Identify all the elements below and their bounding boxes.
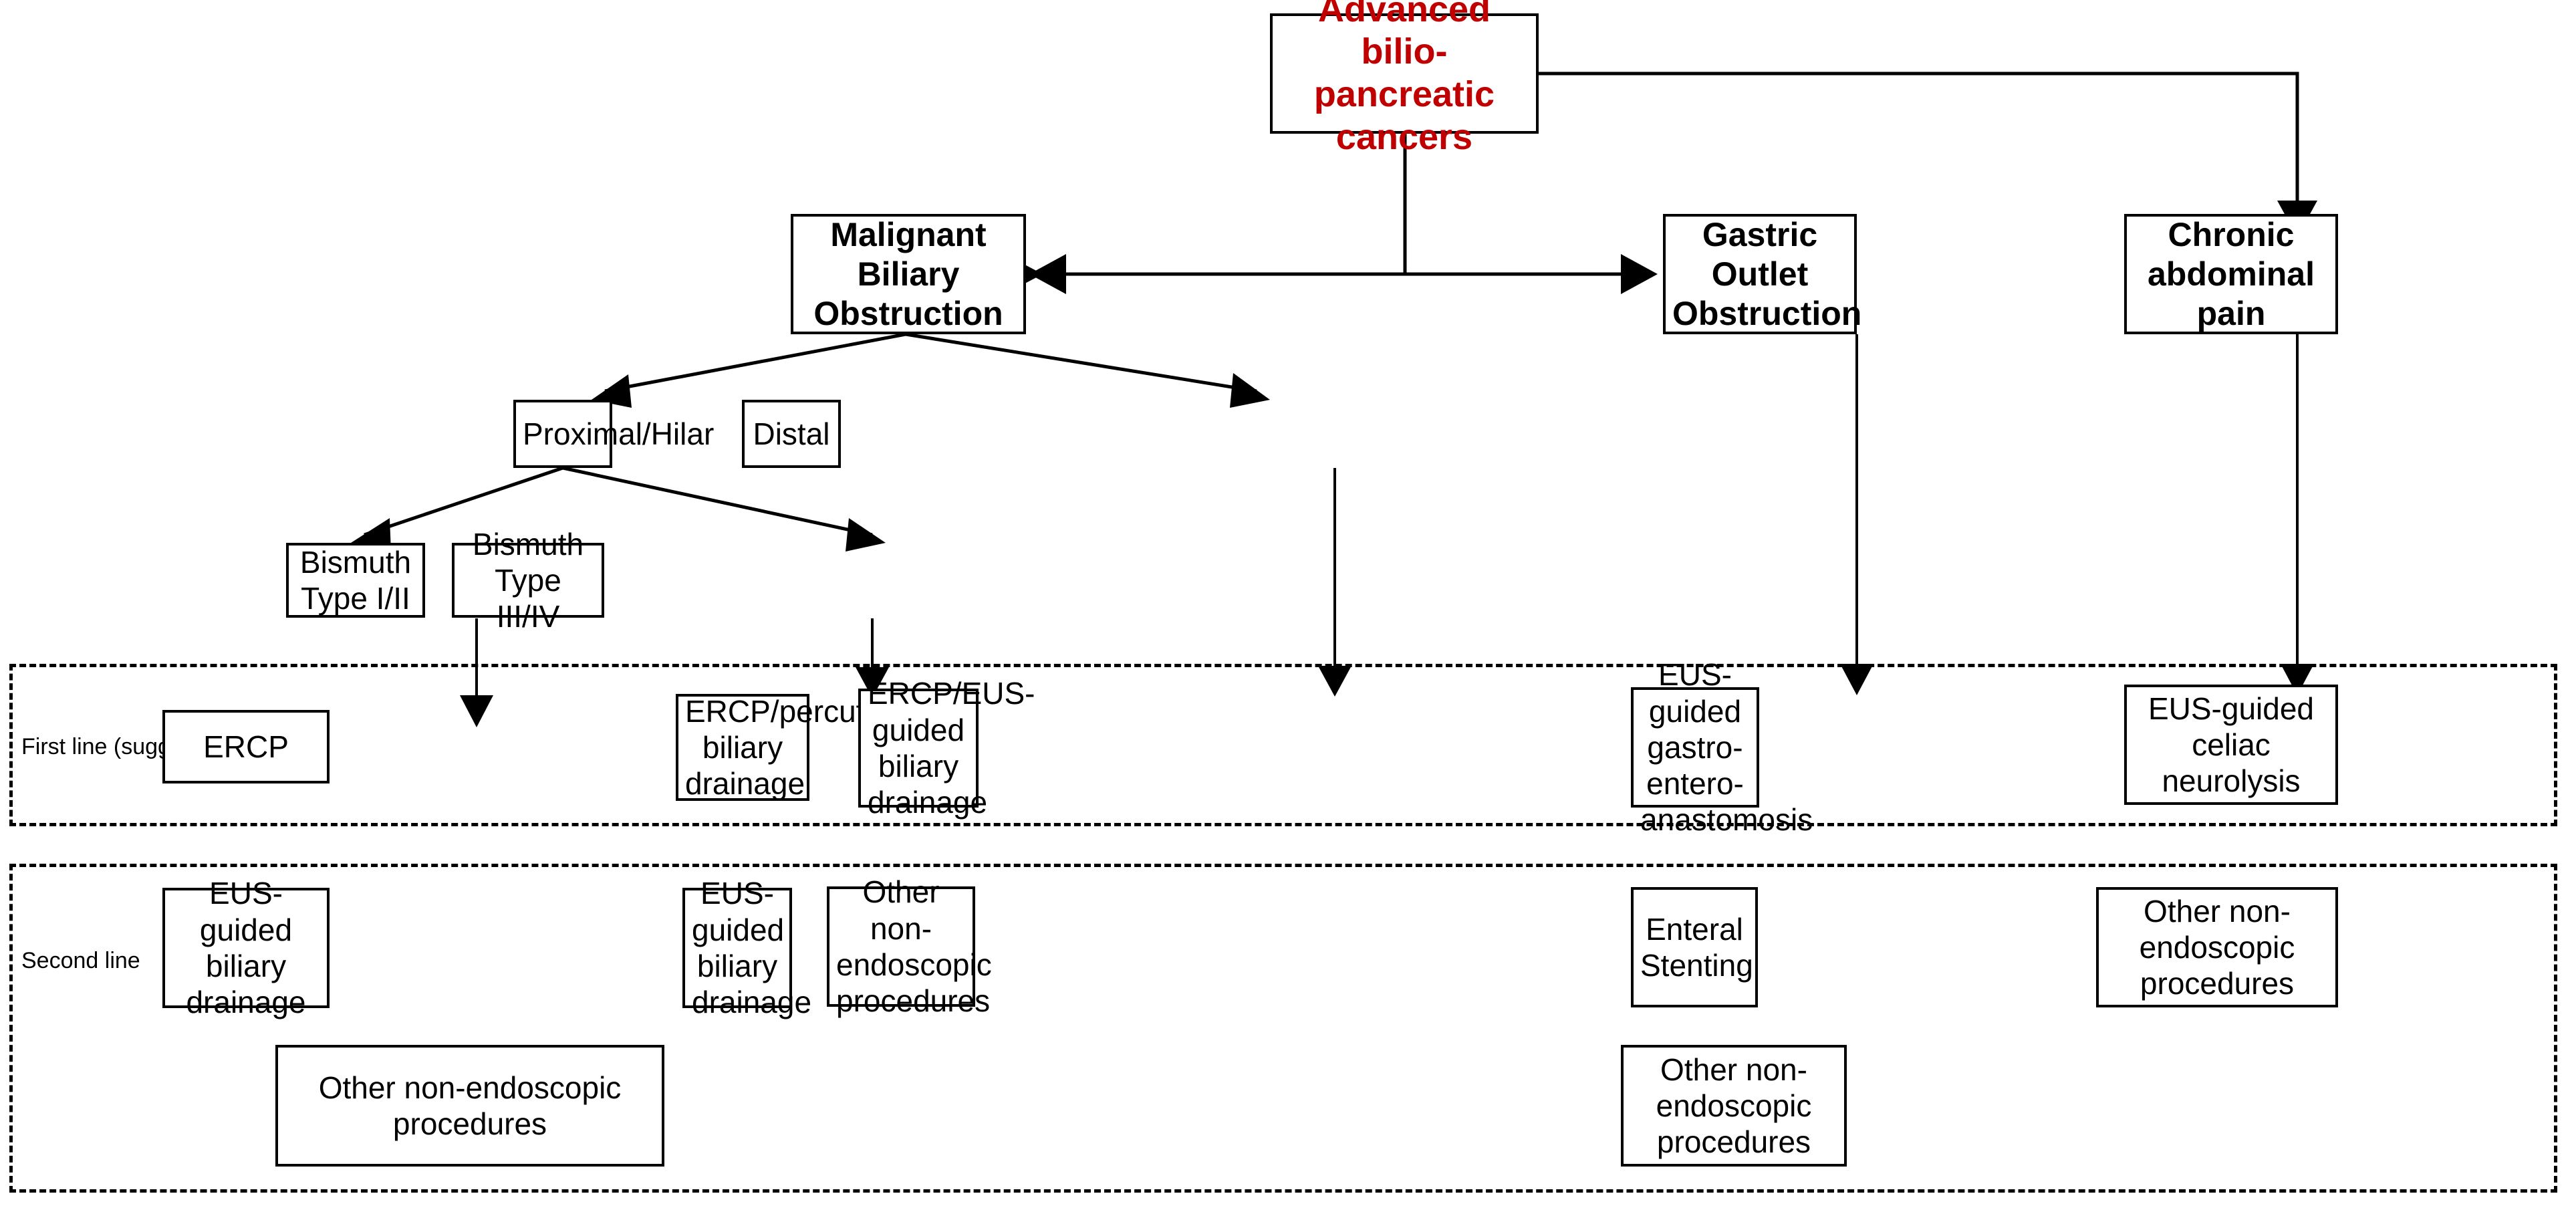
node-second-line-eus-guided-biliary-drainage-2[interactable]: EUS-guided biliary drainage — [682, 876, 811, 1019]
node-malignant-biliary-obstruction[interactable]: Malignant Biliary Obstruction — [791, 214, 1026, 334]
node-label: Bismuth Type I/II — [299, 544, 412, 616]
node-proximal-hilar[interactable]: Proximal/Hilar — [513, 400, 715, 468]
node-second-line-other-non-endoscopic-procedures-2[interactable]: Other non-endoscopic procedures — [275, 1045, 664, 1167]
edge-distal-ercp-eus — [1318, 468, 1351, 697]
edge-root-to-chronic — [1539, 72, 2317, 237]
edge-mbo-goo-spine — [1014, 254, 1658, 294]
node-label: Other non-endoscopic procedures — [836, 874, 992, 1019]
node-second-line-eus-guided-biliary-drainage-1[interactable]: EUS-guided biliary drainage — [162, 876, 330, 1019]
node-label: Other non-endoscopic procedures — [318, 1070, 622, 1141]
node-label: Other non-endoscopic procedures — [2139, 893, 2295, 1001]
node-label: Enteral Stenting — [1640, 911, 1753, 983]
node-label: Bismuth Type III/IV — [472, 526, 584, 634]
edge-mbo-proximal — [592, 332, 906, 408]
node-second-line-enteral-stenting[interactable]: Enteral Stenting — [1631, 887, 1758, 1007]
node-advanced-bilio-pancreatic-cancers[interactable]: Advanced bilio-pancreatic cancers — [1270, 0, 1539, 157]
node-first-line-ercp[interactable]: ERCP — [162, 710, 330, 783]
node-label: EUS-guided gastro- entero-anastomosis — [1640, 657, 1813, 838]
node-gastric-outlet-obstruction[interactable]: Gastric Outlet Obstruction — [1663, 214, 1862, 334]
node-label: ERCP — [203, 729, 289, 764]
node-label: Malignant Biliary Obstruction — [813, 215, 1003, 332]
edge-proximal-bismuth34 — [562, 466, 886, 552]
edge-cap-eus-celiac — [2281, 334, 2314, 695]
node-label: EUS-guided biliary drainage — [692, 876, 812, 1020]
node-label: Gastric Outlet Obstruction — [1672, 215, 1862, 332]
node-second-line-other-non-endoscopic-procedures-1[interactable]: Other non-endoscopic procedures — [827, 874, 992, 1018]
edge-mbo-distal — [905, 332, 1270, 408]
node-first-line-ercp-percutaneous-biliary-drainage[interactable]: ERCP/percutaneous biliary drainage — [676, 693, 966, 802]
node-label: Chronic abdominal pain — [2147, 215, 2315, 332]
band-second-line — [9, 864, 2557, 1193]
band-second-line-label: Second line — [21, 948, 140, 973]
node-label: ERCP/EUS-guided biliary drainage — [868, 676, 1035, 820]
band-first-line — [9, 664, 2557, 826]
node-label: ERCP/percutaneous biliary drainage — [685, 693, 966, 802]
node-label: EUS-guided celiac neurolysis — [2148, 691, 2315, 799]
node-first-line-eus-guided-celiac-neurolysis[interactable]: EUS-guided celiac neurolysis — [2124, 685, 2338, 805]
node-distal[interactable]: Distal — [742, 400, 841, 468]
node-bismuth-type-i-ii[interactable]: Bismuth Type I/II — [286, 543, 425, 618]
node-label: EUS-guided biliary drainage — [186, 876, 306, 1020]
edge-bismuth12-ercp — [460, 618, 493, 727]
node-chronic-abdominal-pain[interactable]: Chronic abdominal pain — [2124, 214, 2338, 334]
node-label: Advanced bilio-pancreatic cancers — [1313, 0, 1495, 157]
edge-goo-eus-gea — [1840, 334, 1874, 695]
node-label: Distal — [753, 416, 830, 451]
node-bismuth-type-iii-iv[interactable]: Bismuth Type III/IV — [452, 527, 604, 634]
node-label: Other non-endoscopic procedures — [1656, 1052, 1812, 1160]
node-label: Proximal/Hilar — [523, 416, 715, 451]
node-second-line-other-non-endoscopic-procedures-4[interactable]: Other non-endoscopic procedures — [1621, 1045, 1847, 1167]
node-first-line-ercp-eus-guided-biliary-drainage[interactable]: ERCP/EUS-guided biliary drainage — [858, 676, 1035, 820]
node-second-line-other-non-endoscopic-procedures-3[interactable]: Other non-endoscopic procedures — [2096, 887, 2338, 1007]
node-first-line-eus-guided-gastro-entero-anastomosis[interactable]: EUS-guided gastro- entero-anastomosis — [1631, 657, 1813, 837]
